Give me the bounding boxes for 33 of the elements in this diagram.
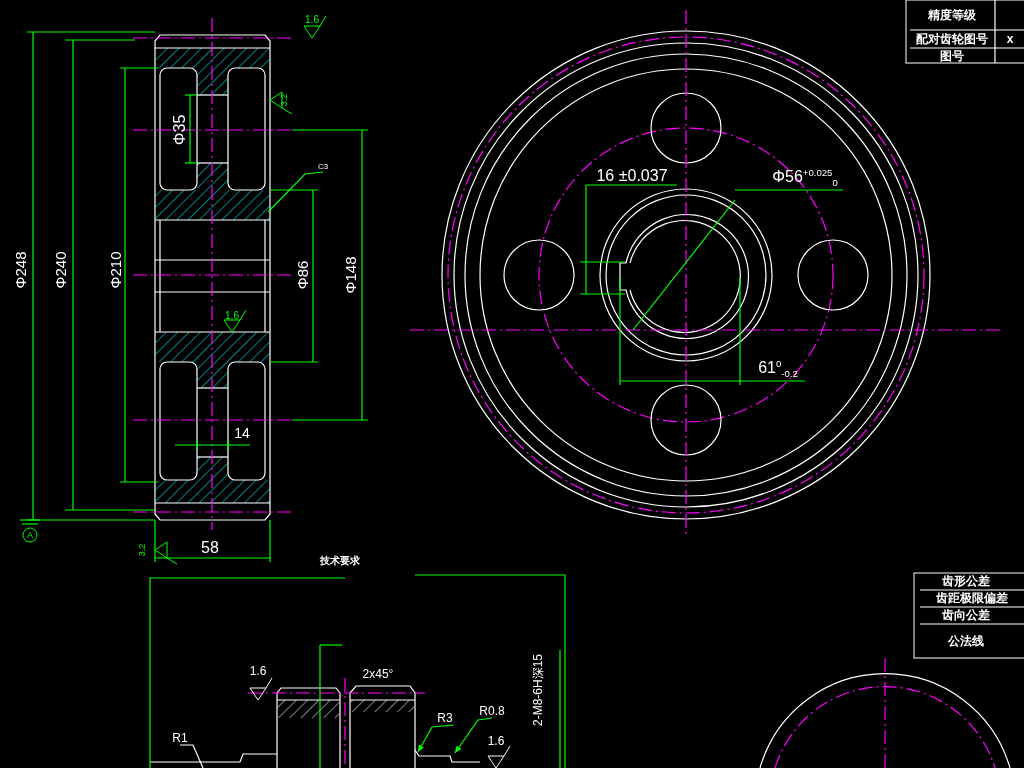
- datum-letter: A: [27, 530, 33, 540]
- dimension-value: 58: [201, 540, 219, 556]
- dimension-value: 16 ±0.037: [596, 168, 668, 184]
- gear-section-drawing: [132, 17, 293, 531]
- dimension-value: Φ240: [52, 251, 68, 289]
- table-text: 齿形公差: [942, 575, 990, 587]
- dimension-value: 2x45°: [362, 668, 394, 680]
- leader-line: [417, 724, 455, 753]
- leader-line: [267, 171, 324, 213]
- leader-label: C3: [317, 163, 329, 171]
- roughness-value: 3.2: [137, 543, 147, 557]
- heading: 技术要求: [320, 556, 360, 566]
- dimension-value: Φ35: [172, 114, 188, 146]
- roughness-value: 1.6: [305, 15, 319, 25]
- table-text: 配对齿轮图号: [916, 33, 988, 45]
- table-text: 齿距极限偏差: [936, 592, 1008, 604]
- thread-note: 2-M8-6H深15: [532, 654, 544, 726]
- table-text: 精度等级: [928, 9, 976, 21]
- dimension-value: 14: [234, 426, 250, 440]
- table-text: 公法线: [948, 635, 984, 647]
- roughness-value: 3.2: [279, 93, 289, 107]
- leader-line: [454, 717, 493, 754]
- dimension-value: Φ86: [294, 260, 310, 290]
- table-text: 齿向公差: [942, 609, 990, 621]
- leader-label: R0.8: [479, 705, 505, 717]
- roughness-value: 1.6: [225, 311, 239, 321]
- table-text: x: [1006, 33, 1014, 45]
- shaft-section-drawing: [149, 677, 481, 768]
- dimension-value: Φ148: [342, 256, 358, 294]
- dimension-value: Φ210: [107, 251, 123, 289]
- leader-line: [179, 744, 204, 768]
- table-text: 图号: [940, 50, 964, 62]
- dimension-value: Φ248: [12, 251, 28, 289]
